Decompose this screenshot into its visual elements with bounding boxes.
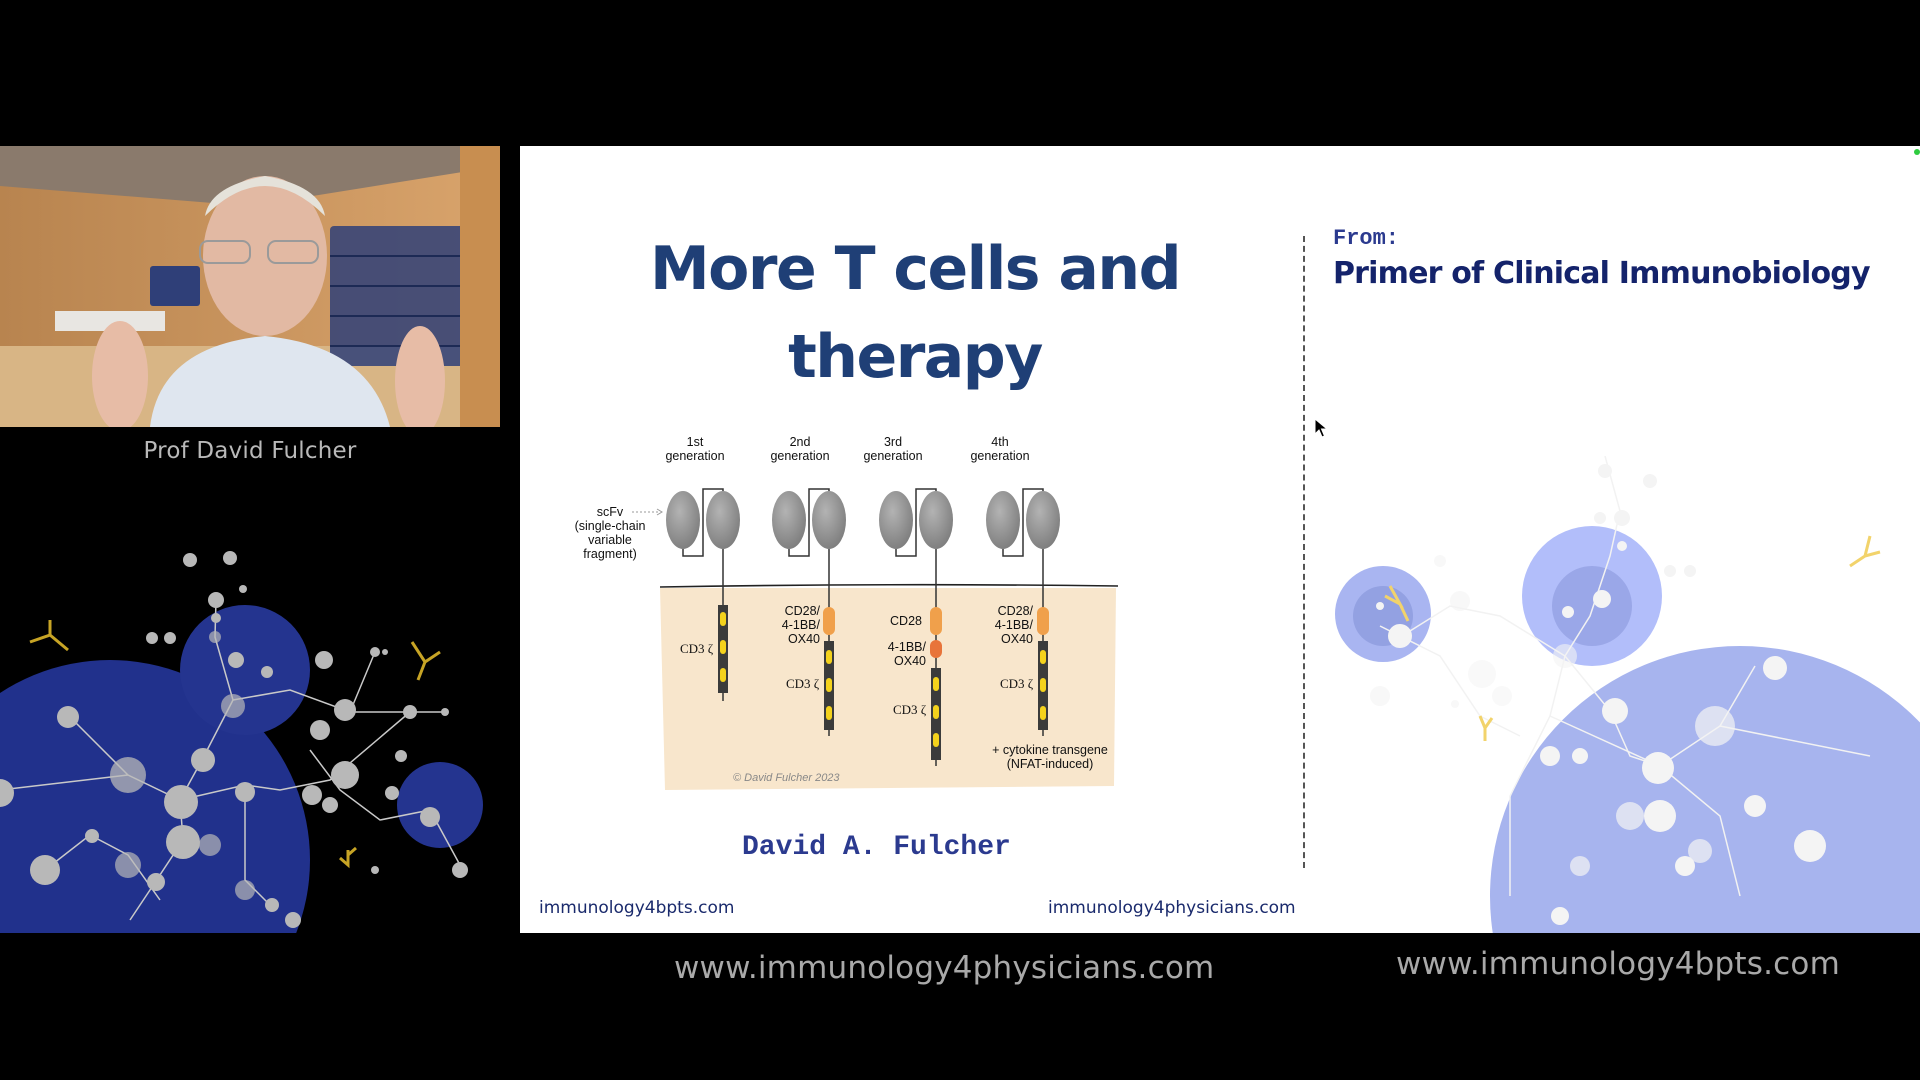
costim-label-gen2: CD28/4-1BB/OX40 <box>781 604 820 646</box>
molecule-decoration-right <box>1335 456 1920 933</box>
bottom-banner-url-bpts: www.immunology4bpts.com <box>1396 946 1840 982</box>
cd3z-label-gen2: CD3 ζ <box>786 676 820 691</box>
speaker-video <box>0 146 500 427</box>
author-name: David A. Fulcher <box>742 832 1011 863</box>
lecture-hall-background <box>0 146 500 427</box>
antibody-icon <box>1384 535 1881 741</box>
book-title: Primer of Clinical Immunobiology <box>1333 256 1871 291</box>
presentation-slide: More T cells and therapy <box>520 146 1920 933</box>
speaker-name-label: Prof David Fulcher <box>143 438 357 464</box>
copyright-label: © David Fulcher 2023 <box>733 772 840 784</box>
car-t-generations-diagram <box>632 488 1119 790</box>
costim-label-gen4: CD28/4-1BB/OX40 <box>994 604 1033 646</box>
status-indicator-dot <box>1914 149 1920 155</box>
slide-title-line-1: More T cells and <box>649 234 1182 304</box>
from-label: From: <box>1333 226 1400 251</box>
slide-footer-url-left: immunology4bpts.com <box>539 898 735 918</box>
antibody-icon <box>29 620 441 869</box>
slide-footer-url-right: immunology4physicians.com <box>1048 898 1296 918</box>
generation-3-car <box>879 488 953 766</box>
mouse-cursor-icon <box>1314 418 1329 438</box>
generation-4-car <box>986 488 1060 736</box>
cd3z-label-gen3: CD3 ζ <box>893 702 927 717</box>
cd3z-label-gen4: CD3 ζ <box>1000 676 1034 691</box>
generation-2-car <box>772 488 846 736</box>
cytokine-transgene-label: + cytokine transgene(NFAT-induced) <box>992 743 1108 771</box>
bottom-banner-url-physicians: www.immunology4physicians.com <box>674 950 1215 986</box>
costim2-label-gen3: 4-1BB/OX40 <box>887 640 926 668</box>
generation-1-car <box>666 488 740 701</box>
slide-title-line-2: therapy <box>788 322 1043 392</box>
cd3z-label-gen1: CD3 ζ <box>680 641 714 656</box>
molecule-decoration-left <box>0 551 483 933</box>
cd28-label-gen3: CD28 <box>890 614 922 628</box>
vertical-divider <box>1303 236 1305 868</box>
